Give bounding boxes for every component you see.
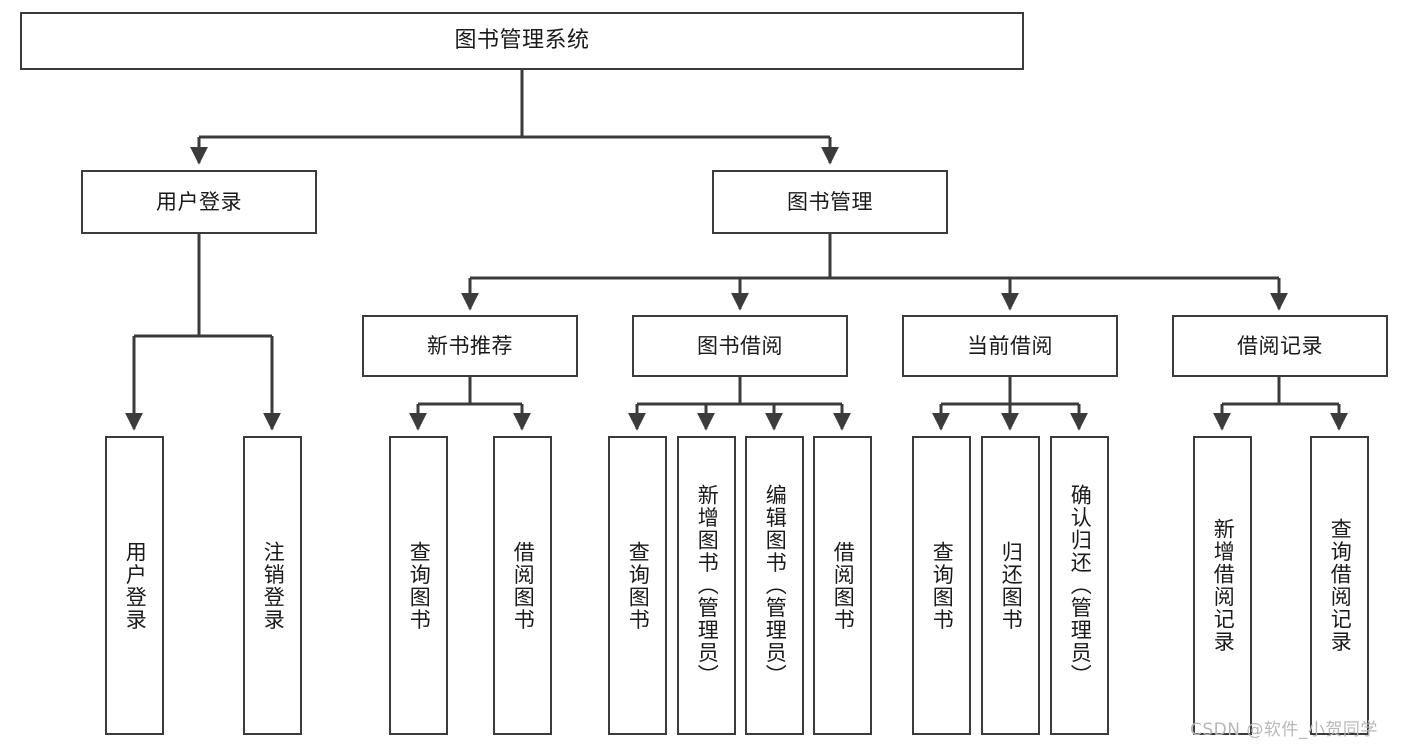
node-new-book-rec-label: 新书推荐: [427, 333, 513, 358]
node-leaf-borrow-edit-book[interactable]: 编辑图书（管理员）: [745, 436, 804, 735]
node-leaf-current-query-book[interactable]: 查询图书: [912, 436, 971, 735]
node-borrow-record[interactable]: 借阅记录: [1172, 315, 1388, 377]
node-book-borrow-label: 图书借阅: [697, 333, 783, 358]
node-leaf-borrow-query-book[interactable]: 查询图书: [608, 436, 667, 735]
node-leaf-current-confirm-return[interactable]: 确认归还（管理员）: [1050, 436, 1109, 735]
node-leaf-rec-borrow-book[interactable]: 借阅图书: [493, 436, 552, 735]
node-leaf-user-logout[interactable]: 注销登录: [243, 436, 302, 735]
node-leaf-rec-query-book[interactable]: 查询图书: [389, 436, 448, 735]
node-leaf-record-add-label: 新增借阅记录: [1211, 518, 1236, 653]
node-leaf-current-return-book-label: 归还图书: [999, 540, 1024, 631]
node-user-login-label: 用户登录: [156, 189, 242, 214]
node-root-label: 图书管理系统: [454, 28, 590, 54]
node-leaf-record-add[interactable]: 新增借阅记录: [1193, 436, 1252, 735]
node-root[interactable]: 图书管理系统: [20, 12, 1024, 70]
node-user-login[interactable]: 用户登录: [81, 170, 317, 234]
node-leaf-current-confirm-return-label: 确认归还（管理员）: [1068, 484, 1093, 687]
node-leaf-current-query-book-label: 查询图书: [930, 540, 955, 631]
node-leaf-borrow-query-book-label: 查询图书: [626, 540, 651, 631]
node-leaf-user-logout-label: 注销登录: [261, 540, 286, 631]
node-leaf-user-login-label: 用户登录: [123, 540, 148, 631]
node-borrow-record-label: 借阅记录: [1237, 333, 1323, 358]
node-current-borrow-label: 当前借阅: [967, 333, 1053, 358]
csdn-watermark: CSDN @软件_小贺同学: [1190, 720, 1378, 740]
node-leaf-record-query-label: 查询借阅记录: [1328, 518, 1353, 653]
node-leaf-rec-query-book-label: 查询图书: [407, 540, 432, 631]
node-leaf-borrow-borrow-book-label: 借阅图书: [831, 540, 856, 631]
node-leaf-user-login[interactable]: 用户登录: [105, 436, 164, 735]
node-leaf-borrow-add-book-label: 新增图书（管理员）: [695, 484, 720, 687]
node-leaf-current-return-book[interactable]: 归还图书: [981, 436, 1040, 735]
node-book-borrow[interactable]: 图书借阅: [632, 315, 848, 377]
node-book-manage-label: 图书管理: [787, 189, 873, 214]
node-book-manage[interactable]: 图书管理: [712, 170, 948, 234]
node-leaf-rec-borrow-book-label: 借阅图书: [511, 540, 536, 631]
node-new-book-rec[interactable]: 新书推荐: [362, 315, 578, 377]
node-leaf-borrow-borrow-book[interactable]: 借阅图书: [813, 436, 872, 735]
node-leaf-borrow-add-book[interactable]: 新增图书（管理员）: [677, 436, 736, 735]
node-leaf-record-query[interactable]: 查询借阅记录: [1310, 436, 1369, 735]
node-leaf-borrow-edit-book-label: 编辑图书（管理员）: [763, 484, 788, 687]
node-current-borrow[interactable]: 当前借阅: [902, 315, 1118, 377]
